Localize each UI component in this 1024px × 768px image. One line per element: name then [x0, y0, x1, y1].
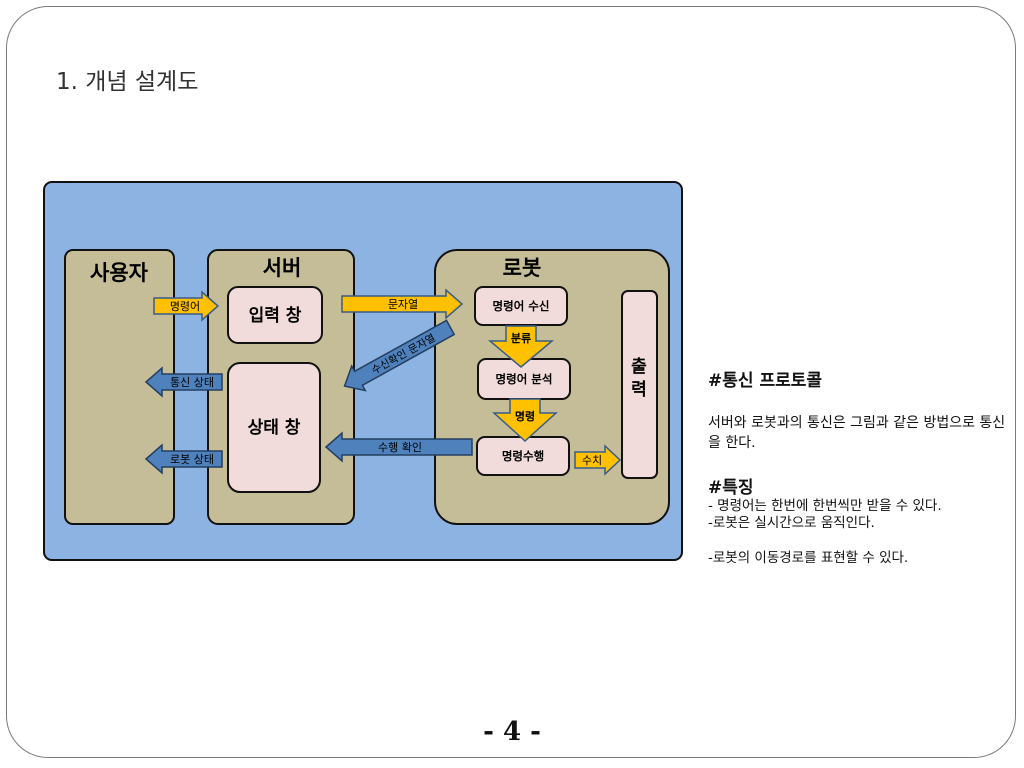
cmd-analyze-label: 명령어 분석 [496, 372, 553, 386]
value-arrow [574, 444, 622, 476]
command-arrow-label: 명령어 [170, 300, 200, 313]
feature-item: -로봇의 이동경로를 표현할 수 있다. [708, 550, 909, 566]
output-box [621, 290, 658, 479]
output-label-bottom: 력 [631, 380, 647, 400]
feature-item: -로봇은 실시간으로 움직인다. [708, 515, 875, 531]
status-window-box [227, 362, 321, 493]
features-heading: #특징 [708, 478, 754, 498]
string-arrow-label: 문자열 [388, 298, 418, 311]
robot-lane-title: 로봇 [503, 256, 542, 280]
comm-status-arrow-label: 통신 상태 [170, 376, 214, 389]
exec-confirm-arrow-label: 수행 확인 [378, 441, 422, 454]
comm-status-arrow [144, 366, 223, 398]
status-window-label: 상태 창 [248, 418, 301, 438]
value-arrow-label: 수치 [582, 454, 602, 467]
input-window-box [227, 286, 323, 344]
cmd-execute-label: 명령수행 [502, 449, 544, 463]
robot-status-arrow-label: 로봇 상태 [170, 453, 214, 466]
classify-arrow-label: 분류 [511, 332, 531, 345]
user-lane-title: 사용자 [90, 261, 149, 285]
classify-arrow [487, 325, 555, 368]
notes-panel: #통신 프로토콜 서버와 로봇과의 통신은 그림과 같은 방법으로 통신을 한다… [708, 362, 1008, 567]
output-label-top: 출 [631, 357, 647, 377]
string-arrow [341, 288, 464, 320]
slide-title: 1. 개념 설계도 [56, 69, 199, 95]
protocol-heading: #통신 프로토콜 [708, 371, 823, 391]
cmd-receive-box [474, 286, 568, 326]
recv-confirm-arrow [343, 319, 456, 392]
protocol-description: 서버와 로봇과의 통신은 그림과 같은 방법으로 통신을 한다. [708, 415, 1006, 451]
robot-status-arrow [144, 443, 223, 475]
exec-confirm-arrow [324, 431, 473, 463]
feature-item: - 명령어는 한번에 한번씩만 받을 수 있다. [708, 498, 942, 514]
input-window-label: 입력 창 [249, 306, 302, 326]
server-lane-title: 서버 [263, 256, 302, 280]
page-number: - 4 - [483, 717, 541, 747]
instruction-arrow-label: 명령 [515, 409, 535, 423]
command-arrow [153, 290, 220, 322]
cmd-receive-label: 명령어 수신 [493, 299, 550, 313]
instruction-arrow [492, 398, 558, 443]
